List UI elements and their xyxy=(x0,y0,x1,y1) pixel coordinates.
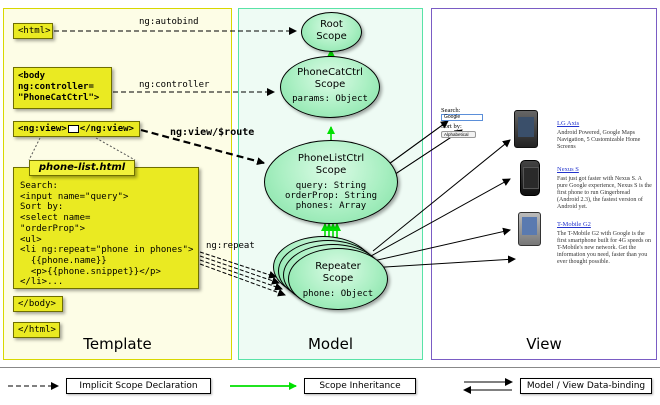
autobind-label: ng:autobind xyxy=(139,17,199,27)
view-search-input[interactable]: Google xyxy=(441,114,483,121)
phonecat-scope-label: Scope xyxy=(314,79,346,90)
phonecat-scope: PhoneCatCtrl Scope params: Object xyxy=(280,56,380,118)
partial-line: </li>... xyxy=(20,277,64,288)
view-sort-select[interactable]: Alphabetical xyxy=(441,131,476,138)
repeat-label: ng:repeat xyxy=(206,241,255,251)
controller-label: ng:controller xyxy=(139,80,210,90)
phone-link-lg-axis[interactable]: LG Axis xyxy=(557,120,580,127)
partial-title: phone-list.html xyxy=(29,160,135,176)
partial-body: Search:<input name="query">Sort by:<sele… xyxy=(13,167,199,289)
view-panel-title: View xyxy=(526,335,562,353)
template-panel-title: Template xyxy=(83,335,152,353)
lg-axis-phone-image[interactable] xyxy=(514,110,538,148)
ngview-placeholder xyxy=(67,124,79,133)
partial-line: <select name= xyxy=(20,213,91,224)
partial-line: {{phone.name}} xyxy=(20,255,107,266)
phonecat-scope-name: PhoneCatCtrl xyxy=(297,67,363,78)
route-label: ng:view/$route xyxy=(170,127,255,138)
root-scope-label: Scope xyxy=(316,31,347,42)
phone-snippet-tmobile-g2: The T-Mobile G2 with Google is the first… xyxy=(557,231,651,265)
phone-snippet-lg-axis: Android Powered, Google Maps Navigation,… xyxy=(557,130,641,150)
ngview-close: </ng:view> xyxy=(79,124,134,134)
nexus-s-phone-image[interactable] xyxy=(520,160,540,196)
repeat-edges xyxy=(199,251,286,297)
legend-scope-inheritance: Scope Inheritance xyxy=(304,378,416,394)
body-line-2: ng:controller= xyxy=(18,82,94,92)
phonelist-scope: PhoneListCtrl Scope query: String orderP… xyxy=(264,140,398,224)
phone-link-tmobile-g2[interactable]: T-Mobile G2 xyxy=(557,221,591,228)
repeater-prop-phone: phone: Object xyxy=(302,289,374,299)
body-controller-tag: <body ng:controller= "PhoneCatCtrl"> xyxy=(13,67,112,109)
partial-lines: Search:<input name="query">Sort by:<sele… xyxy=(14,168,198,288)
html-open-tag: <html> xyxy=(13,23,53,39)
partial-line: <p>{{phone.snippet}}</p> xyxy=(20,266,161,277)
partial-line: <ul> xyxy=(20,234,42,245)
ngview-open: <ng:view> xyxy=(18,124,67,134)
html-close-tag: </html> xyxy=(13,322,60,338)
phonelist-scope-name: PhoneListCtrl xyxy=(297,153,365,164)
model-panel-title: Model xyxy=(307,335,354,353)
view-search-label: Search: xyxy=(441,107,461,114)
legend-divider xyxy=(0,367,660,368)
legend-data-binding: Model / View Data-binding xyxy=(520,378,652,394)
phonelist-prop-phones: phones: Array xyxy=(295,201,367,211)
root-scope-name: Root xyxy=(320,19,343,30)
phone-link-nexus-s[interactable]: Nexus S xyxy=(557,166,579,173)
phonecat-prop-params: params: Object xyxy=(292,94,368,104)
partial-line: <li ng:repeat="phone in phones"> xyxy=(20,245,194,256)
phonelist-prop-orderprop: orderProp: String xyxy=(284,191,378,201)
partial-line: Sort by: xyxy=(20,202,64,213)
body-line-1: <body xyxy=(18,71,46,81)
root-scope: Root Scope xyxy=(301,12,362,52)
partial-line: "orderProp"> xyxy=(20,223,86,234)
phone-snippet-nexus-s: Fast just got faster with Nexus S. A pur… xyxy=(557,176,652,210)
view-panel: View xyxy=(431,8,657,360)
ngview-tag: <ng:view> </ng:view> xyxy=(13,121,140,137)
phonelist-prop-query: query: String xyxy=(295,181,367,191)
tmobile-g2-phone-image[interactable] xyxy=(518,212,541,246)
legend-implicit-scope: Implicit Scope Declaration xyxy=(66,378,211,394)
body-line-3: "PhoneCatCtrl"> xyxy=(18,93,100,103)
partial-line: <input name="query"> xyxy=(20,191,129,202)
body-close-tag: </body> xyxy=(13,296,63,312)
repeater-scope-label: Scope xyxy=(322,273,354,284)
repeater-scope: Repeater Scope phone: Object xyxy=(288,248,388,310)
view-sort-label: Sort by: xyxy=(441,123,462,130)
partial-line: Search: xyxy=(20,181,58,191)
repeater-scope-name: Repeater xyxy=(315,261,361,272)
phonelist-scope-label: Scope xyxy=(315,165,347,176)
